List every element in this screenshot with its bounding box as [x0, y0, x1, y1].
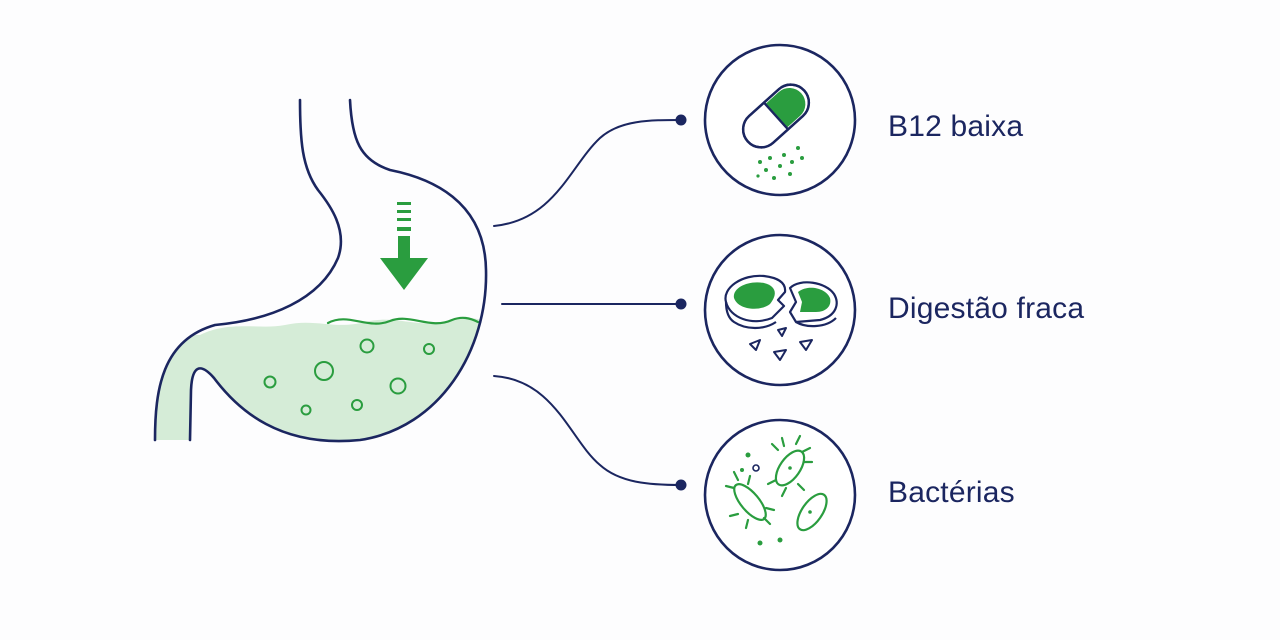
liquid-surface-line [326, 316, 480, 325]
icon-circle [703, 418, 857, 572]
connector-line [493, 375, 682, 486]
bubble [263, 375, 277, 389]
broken-food-icon [724, 274, 838, 361]
connector-dot [675, 298, 687, 310]
bubble [351, 399, 363, 411]
connector-lines [493, 119, 682, 486]
bacteria-icon [724, 434, 828, 546]
connector-dot [675, 479, 687, 491]
bubbles [263, 338, 435, 416]
bubble [423, 343, 435, 355]
connector-dots [675, 114, 687, 491]
capsule-icon [741, 83, 811, 180]
bubble [359, 338, 375, 354]
label-bacterias: Bactérias [888, 476, 1015, 509]
label-b12-baixa: B12 baixa [888, 110, 1024, 143]
bubble [314, 361, 334, 381]
down-arrow-icon [380, 202, 428, 290]
connector-dot [675, 114, 687, 126]
bubble [300, 404, 312, 416]
connector-line [493, 119, 682, 227]
bubble [389, 377, 407, 395]
stomach-outline [153, 98, 488, 443]
label-digestao-fraca: Digestão fraca [888, 292, 1085, 325]
